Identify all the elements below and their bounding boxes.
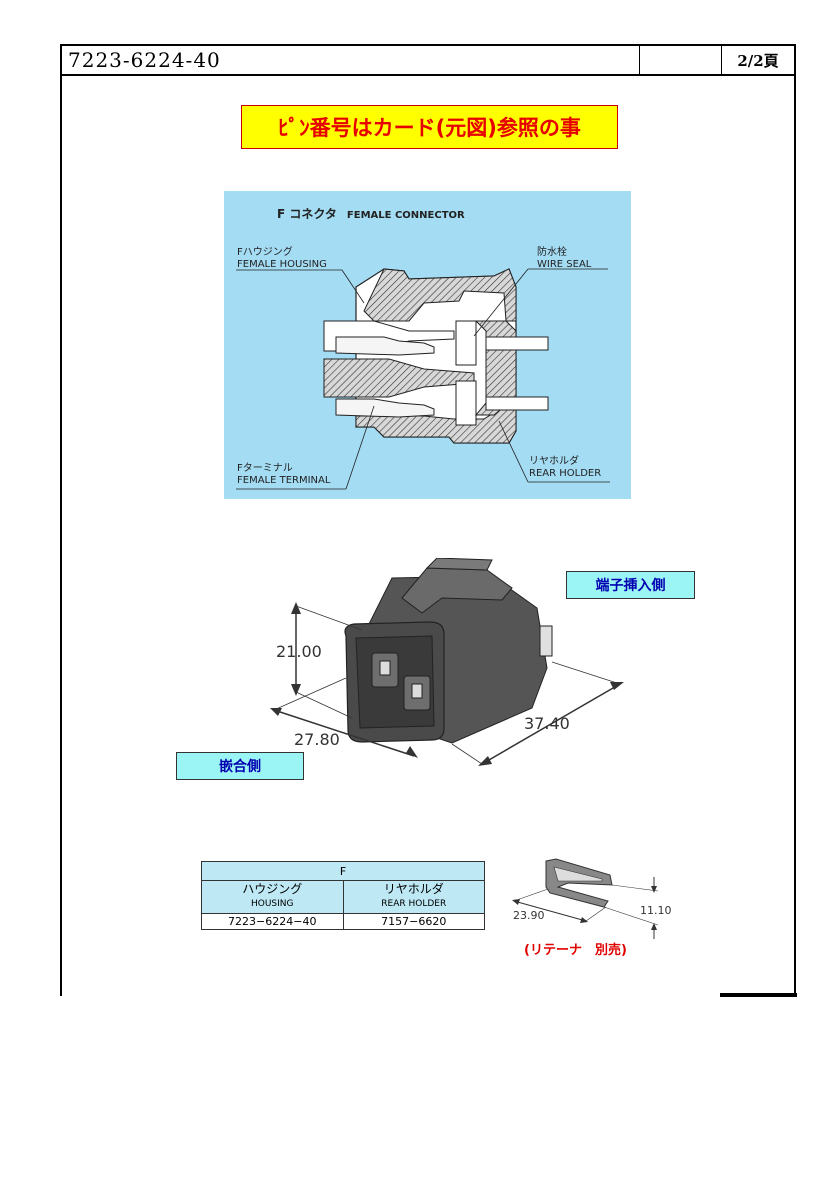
dimension-width: 27.80 — [294, 730, 340, 749]
parts-table-header-housing: ハウジング HOUSING — [201, 880, 344, 914]
dimension-length: 37.40 — [524, 714, 570, 733]
parts-table-group: F — [201, 861, 485, 881]
parts-table-value-rear-holder: 7157−6620 — [342, 913, 485, 930]
cross-section-title-jp: F コネクタ — [277, 207, 337, 221]
page-frame — [60, 44, 796, 996]
label-female-terminal: Fターミナル FEMALE TERMINAL — [237, 463, 331, 486]
retainer-dimension-length: 23.90 — [513, 909, 545, 922]
cross-section-drawing — [236, 268, 610, 490]
cross-section-panel: F コネクタ FEMALE CONNECTOR Fハウジング FEMALE HOU… — [224, 191, 631, 499]
mating-side-tag: 嵌合側 — [176, 752, 304, 780]
cross-section-title-en: FEMALE CONNECTOR — [346, 210, 465, 221]
cross-section-title: F コネクタ FEMALE CONNECTOR — [277, 205, 465, 222]
page-number: 2/2頁 — [737, 51, 779, 70]
parts-table: F ハウジング HOUSING リヤホルダ REAR HOLDER 7223−6… — [201, 861, 485, 930]
label-female-housing: Fハウジング FEMALE HOUSING — [237, 247, 327, 270]
title-block-blank-cell — [640, 46, 722, 74]
dimension-height: 21.00 — [276, 642, 322, 661]
label-wire-seal: 防水栓 WIRE SEAL — [537, 247, 592, 270]
pin-number-notice: ﾋﾟﾝ番号はカード(元図)参照の事 — [241, 105, 618, 149]
retainer-dimension-height: 11.10 — [640, 904, 672, 917]
retainer-sold-separately-note: (リテーナ 別売) — [524, 943, 627, 958]
connector-3d-drawing — [270, 558, 624, 766]
label-rear-holder: リヤホルダ REAR HOLDER — [529, 456, 602, 479]
frame-bottom-mark — [720, 993, 797, 997]
title-block: 7223-6224-40 2/2頁 — [60, 44, 796, 76]
part-number: 7223-6224-40 — [62, 46, 640, 74]
terminal-insertion-side-tag: 端子挿入側 — [566, 571, 695, 599]
parts-table-header-rear-holder: リヤホルダ REAR HOLDER — [342, 880, 485, 914]
retainer-drawing — [512, 858, 659, 939]
parts-table-value-housing: 7223−6224−40 — [201, 913, 344, 930]
